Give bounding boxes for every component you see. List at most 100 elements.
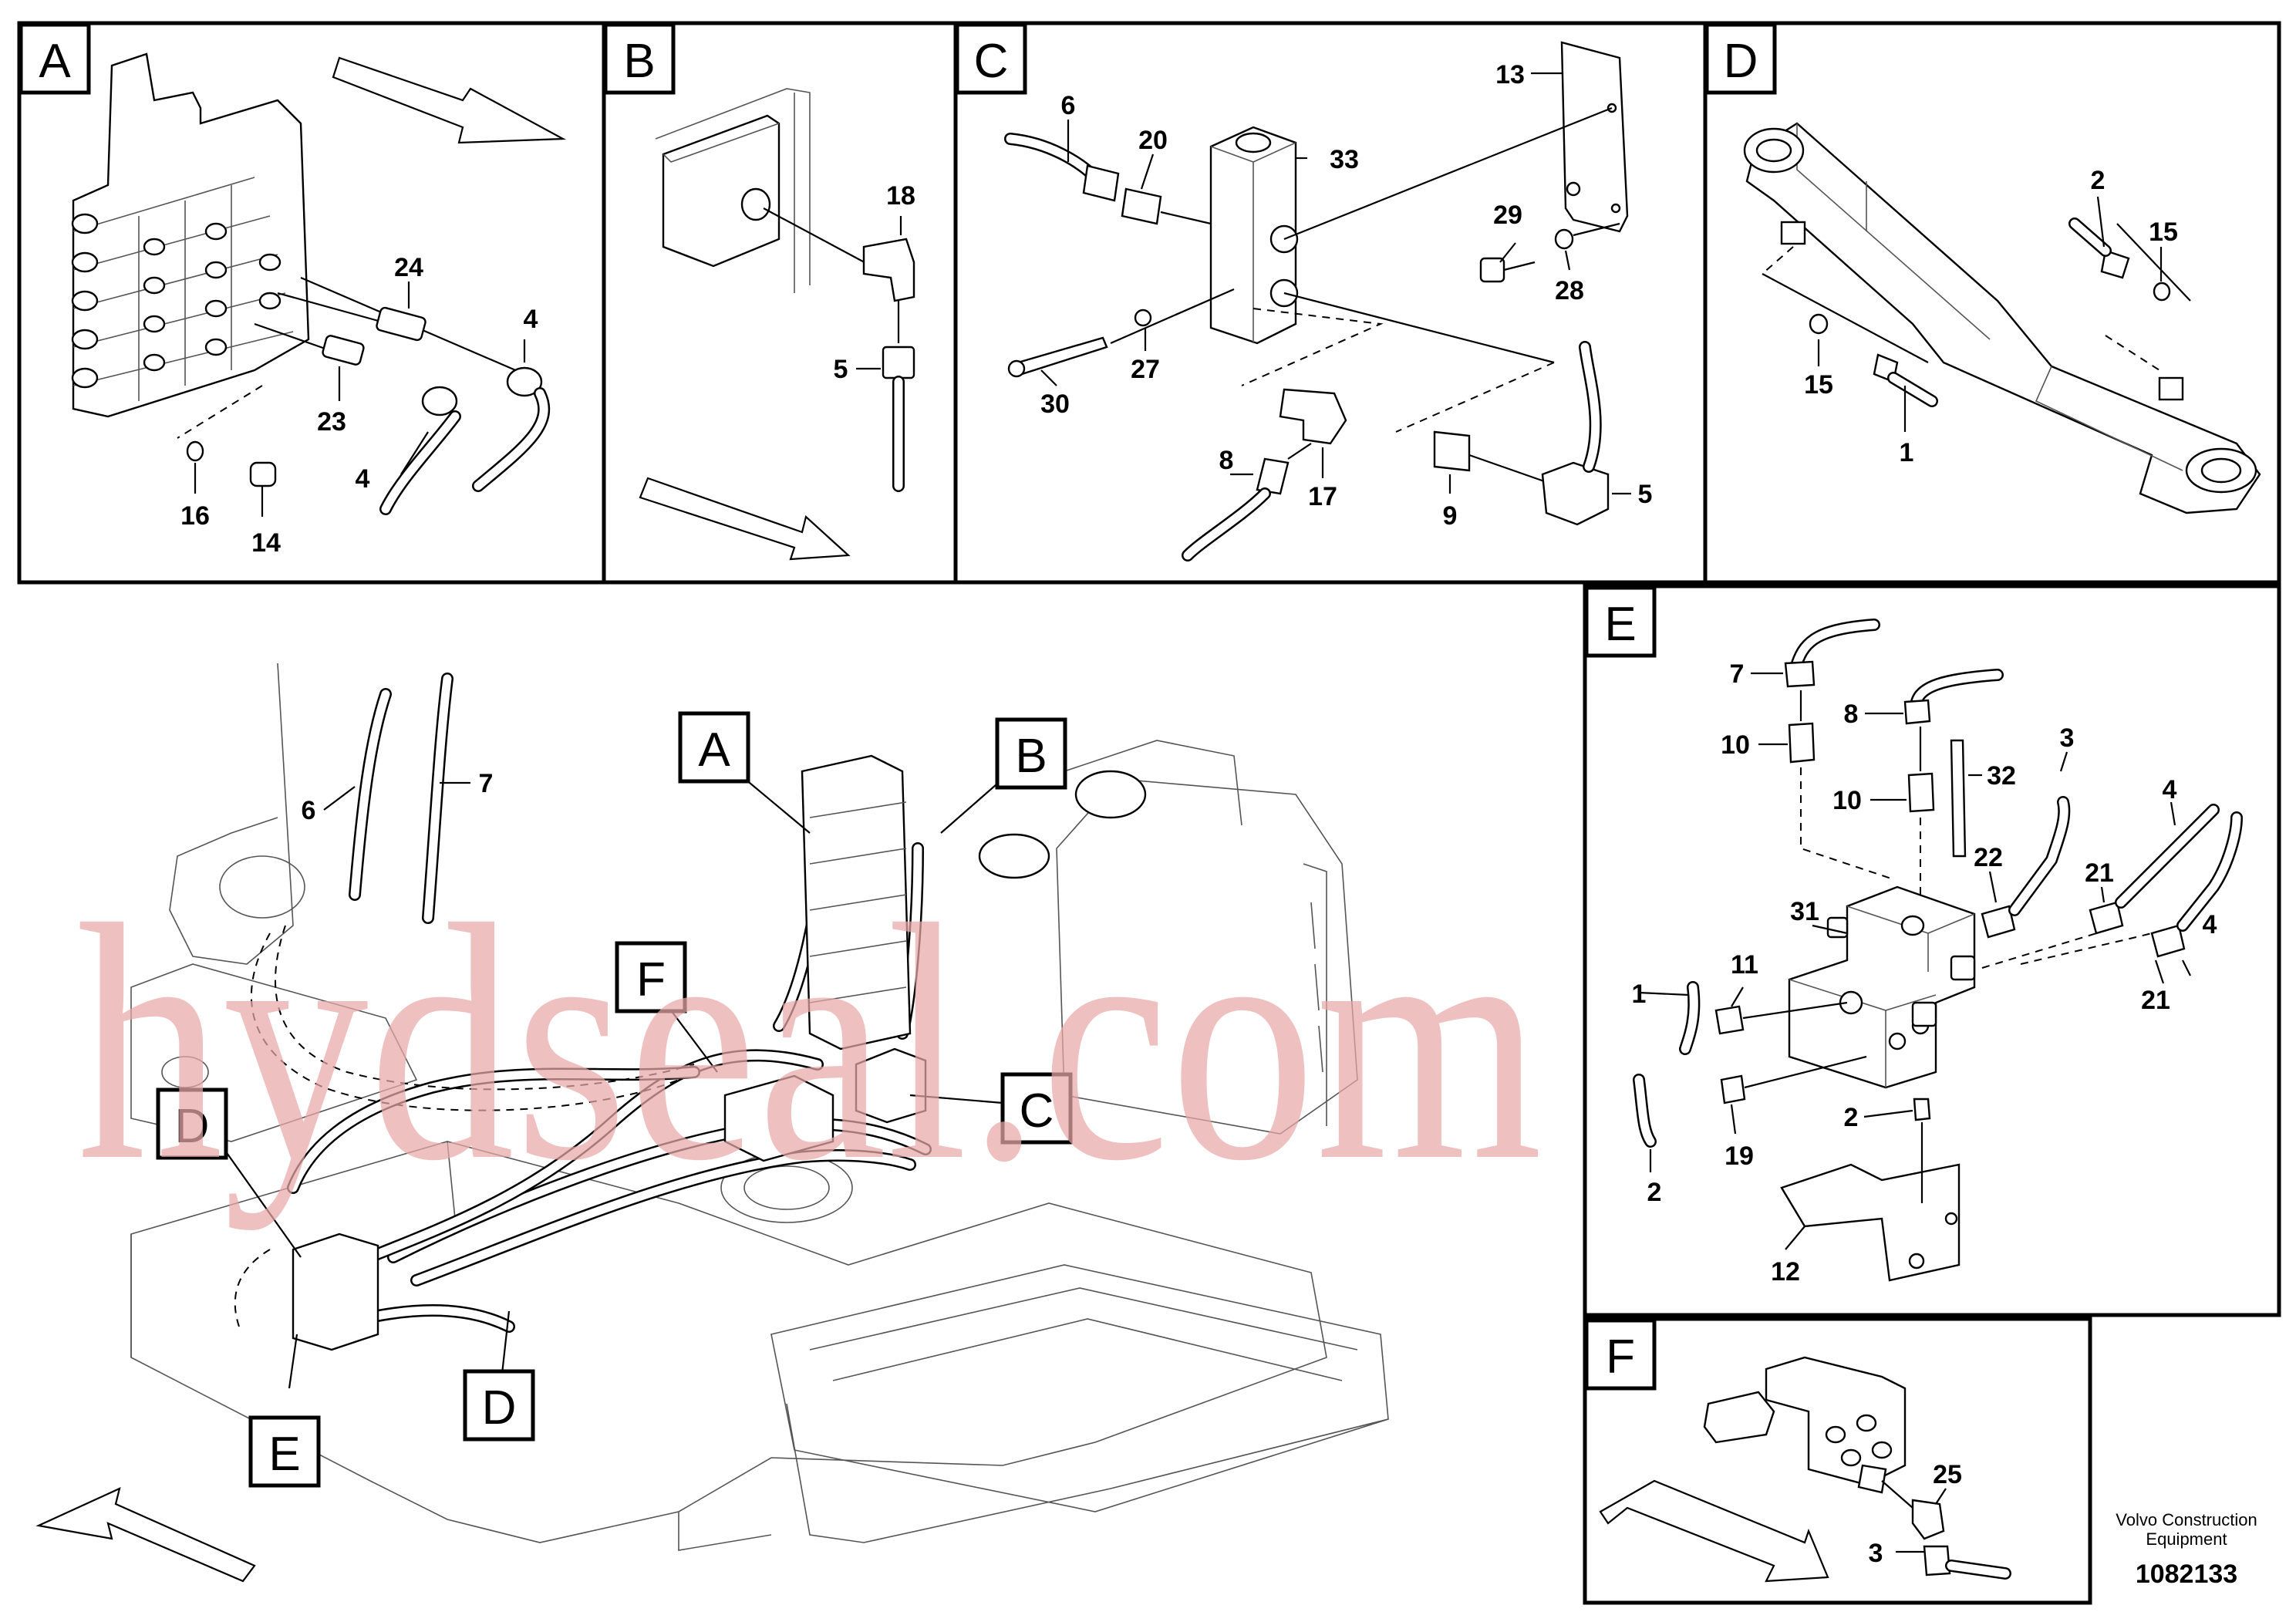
- svg-text:5: 5: [834, 355, 848, 384]
- svg-text:30: 30: [1040, 389, 1070, 419]
- elbow-25: [1911, 1499, 1945, 1540]
- panel-b-part-labels: 18 5: [834, 181, 915, 384]
- svg-text:23: 23: [317, 407, 346, 437]
- adapter-10-right: [1907, 772, 1935, 813]
- panel-f-drawing: [1599, 1356, 2011, 1583]
- svg-text:6: 6: [302, 796, 316, 825]
- adapter-21-lower: [2150, 924, 2186, 958]
- main-callout-c: C: [1000, 1072, 1073, 1145]
- rod-32: [1950, 739, 1967, 858]
- svg-text:B: B: [623, 35, 655, 88]
- washer-27: [1134, 309, 1152, 327]
- svg-text:8: 8: [1219, 446, 1234, 475]
- svg-text:A: A: [698, 723, 730, 777]
- panel-d-tag: D: [1704, 22, 1777, 95]
- svg-text:9: 9: [1443, 501, 1458, 531]
- main-swing-motor: [723, 1074, 834, 1162]
- fitting-5: [882, 346, 915, 379]
- svg-text:27: 27: [1131, 355, 1160, 384]
- svg-text:1: 1: [1632, 980, 1647, 1009]
- tank-cap-right: [978, 833, 1050, 879]
- adapter-9: [1433, 430, 1471, 472]
- svg-text:E: E: [268, 1428, 300, 1481]
- direction-arrow-icon: [332, 56, 567, 144]
- main-callout-f: F: [615, 941, 687, 1013]
- company-name-line2: Equipment: [2146, 1529, 2227, 1549]
- drawing-number: 1082133: [2136, 1560, 2237, 1589]
- svg-text:B: B: [1015, 730, 1047, 783]
- valve-spool-end: [1703, 1391, 1775, 1444]
- main-callout-a: A: [678, 711, 750, 784]
- svg-text:4: 4: [524, 305, 538, 334]
- watermark-text: hydseal.com: [77, 855, 1542, 1231]
- svg-text:12: 12: [1771, 1257, 1800, 1286]
- svg-text:15: 15: [1804, 370, 1833, 400]
- fitting-3: [1923, 1545, 1951, 1576]
- main-view-drawing: [35, 663, 1389, 1583]
- o-ring-16: [186, 440, 204, 462]
- svg-text:28: 28: [1555, 276, 1584, 305]
- main-callout-e: E: [248, 1415, 321, 1488]
- fitting-23: [322, 335, 365, 366]
- panel-a-tag: A: [19, 22, 91, 95]
- mounting-block: [662, 114, 781, 268]
- svg-text:8: 8: [1844, 700, 1859, 729]
- main-callout-d-left: D: [156, 1088, 228, 1160]
- svg-text:33: 33: [1330, 145, 1359, 174]
- svg-text:14: 14: [251, 528, 281, 558]
- direction-arrow-icon: [35, 1487, 256, 1583]
- svg-text:2: 2: [2091, 166, 2106, 195]
- svg-text:32: 32: [1987, 761, 2016, 791]
- direction-arrow-icon: [639, 477, 851, 561]
- panel-d-part-labels: 2 15 15 1: [1804, 166, 2178, 467]
- panel-d-drawing: [1743, 122, 2261, 514]
- adapter-19: [1720, 1074, 1746, 1104]
- svg-text:4: 4: [2163, 775, 2177, 804]
- adapter-11: [1714, 1005, 1745, 1035]
- svg-text:20: 20: [1138, 126, 1168, 155]
- main-hose-bundle: [287, 673, 932, 1333]
- footer-block: Volvo Construction Equipment 1082133: [2116, 1510, 2257, 1589]
- panel-e-frame: [1583, 584, 2281, 1317]
- elbow-4-upper: [506, 366, 543, 397]
- svg-text:29: 29: [1493, 201, 1522, 230]
- panel-e-tag: E: [1584, 585, 1657, 658]
- panel-e-part-labels: 7 8 10 10 32 3 4 22 21 31 4 1 11 21 2 19…: [1632, 659, 2217, 1286]
- hose-fitting-2: [2100, 249, 2130, 279]
- main-callout-b: B: [995, 717, 1067, 790]
- company-name-line1: Volvo Construction: [2116, 1510, 2257, 1529]
- hydraulic-cylinder: [1745, 122, 2261, 514]
- svg-text:3: 3: [1869, 1539, 1883, 1568]
- elbow-17: [1279, 388, 1347, 445]
- svg-text:A: A: [39, 35, 71, 88]
- main-callout-d-bottom: D: [463, 1369, 535, 1442]
- svg-text:F: F: [1606, 1330, 1635, 1384]
- upper-frame: [130, 1141, 1327, 1543]
- main-view-part-labels: 6 7: [302, 769, 494, 825]
- svg-text:7: 7: [479, 769, 494, 798]
- fitting-6: [1082, 164, 1120, 202]
- bracket-12: [1780, 1163, 1961, 1282]
- boom-foot: [130, 963, 418, 1142]
- panel-f-part-labels: 25 3: [1869, 1460, 1962, 1568]
- svg-text:4: 4: [2203, 910, 2217, 939]
- svg-text:1: 1: [1900, 438, 1914, 467]
- svg-text:2: 2: [1844, 1103, 1859, 1132]
- control-valve-body: [72, 52, 310, 418]
- elbow-4-lower: [421, 386, 458, 416]
- svg-text:C: C: [974, 35, 1009, 88]
- adapter-port: [1857, 1464, 1887, 1494]
- svg-text:15: 15: [2149, 218, 2178, 247]
- fitting-24: [376, 306, 426, 342]
- panel-f-frame: [1583, 1317, 2092, 1605]
- svg-text:D: D: [175, 1100, 210, 1153]
- svg-text:10: 10: [1832, 786, 1862, 815]
- svg-text:5: 5: [1638, 480, 1653, 509]
- svg-text:6: 6: [1061, 91, 1076, 120]
- elbow-18: [862, 238, 915, 302]
- direction-arrow-icon: [1599, 1479, 1829, 1583]
- panel-a-part-labels: 24 4 23 4 16 14: [180, 253, 538, 558]
- panel-d-frame: [1703, 21, 2281, 585]
- adapter-10-left: [1788, 722, 1816, 764]
- svg-text:24: 24: [394, 253, 423, 282]
